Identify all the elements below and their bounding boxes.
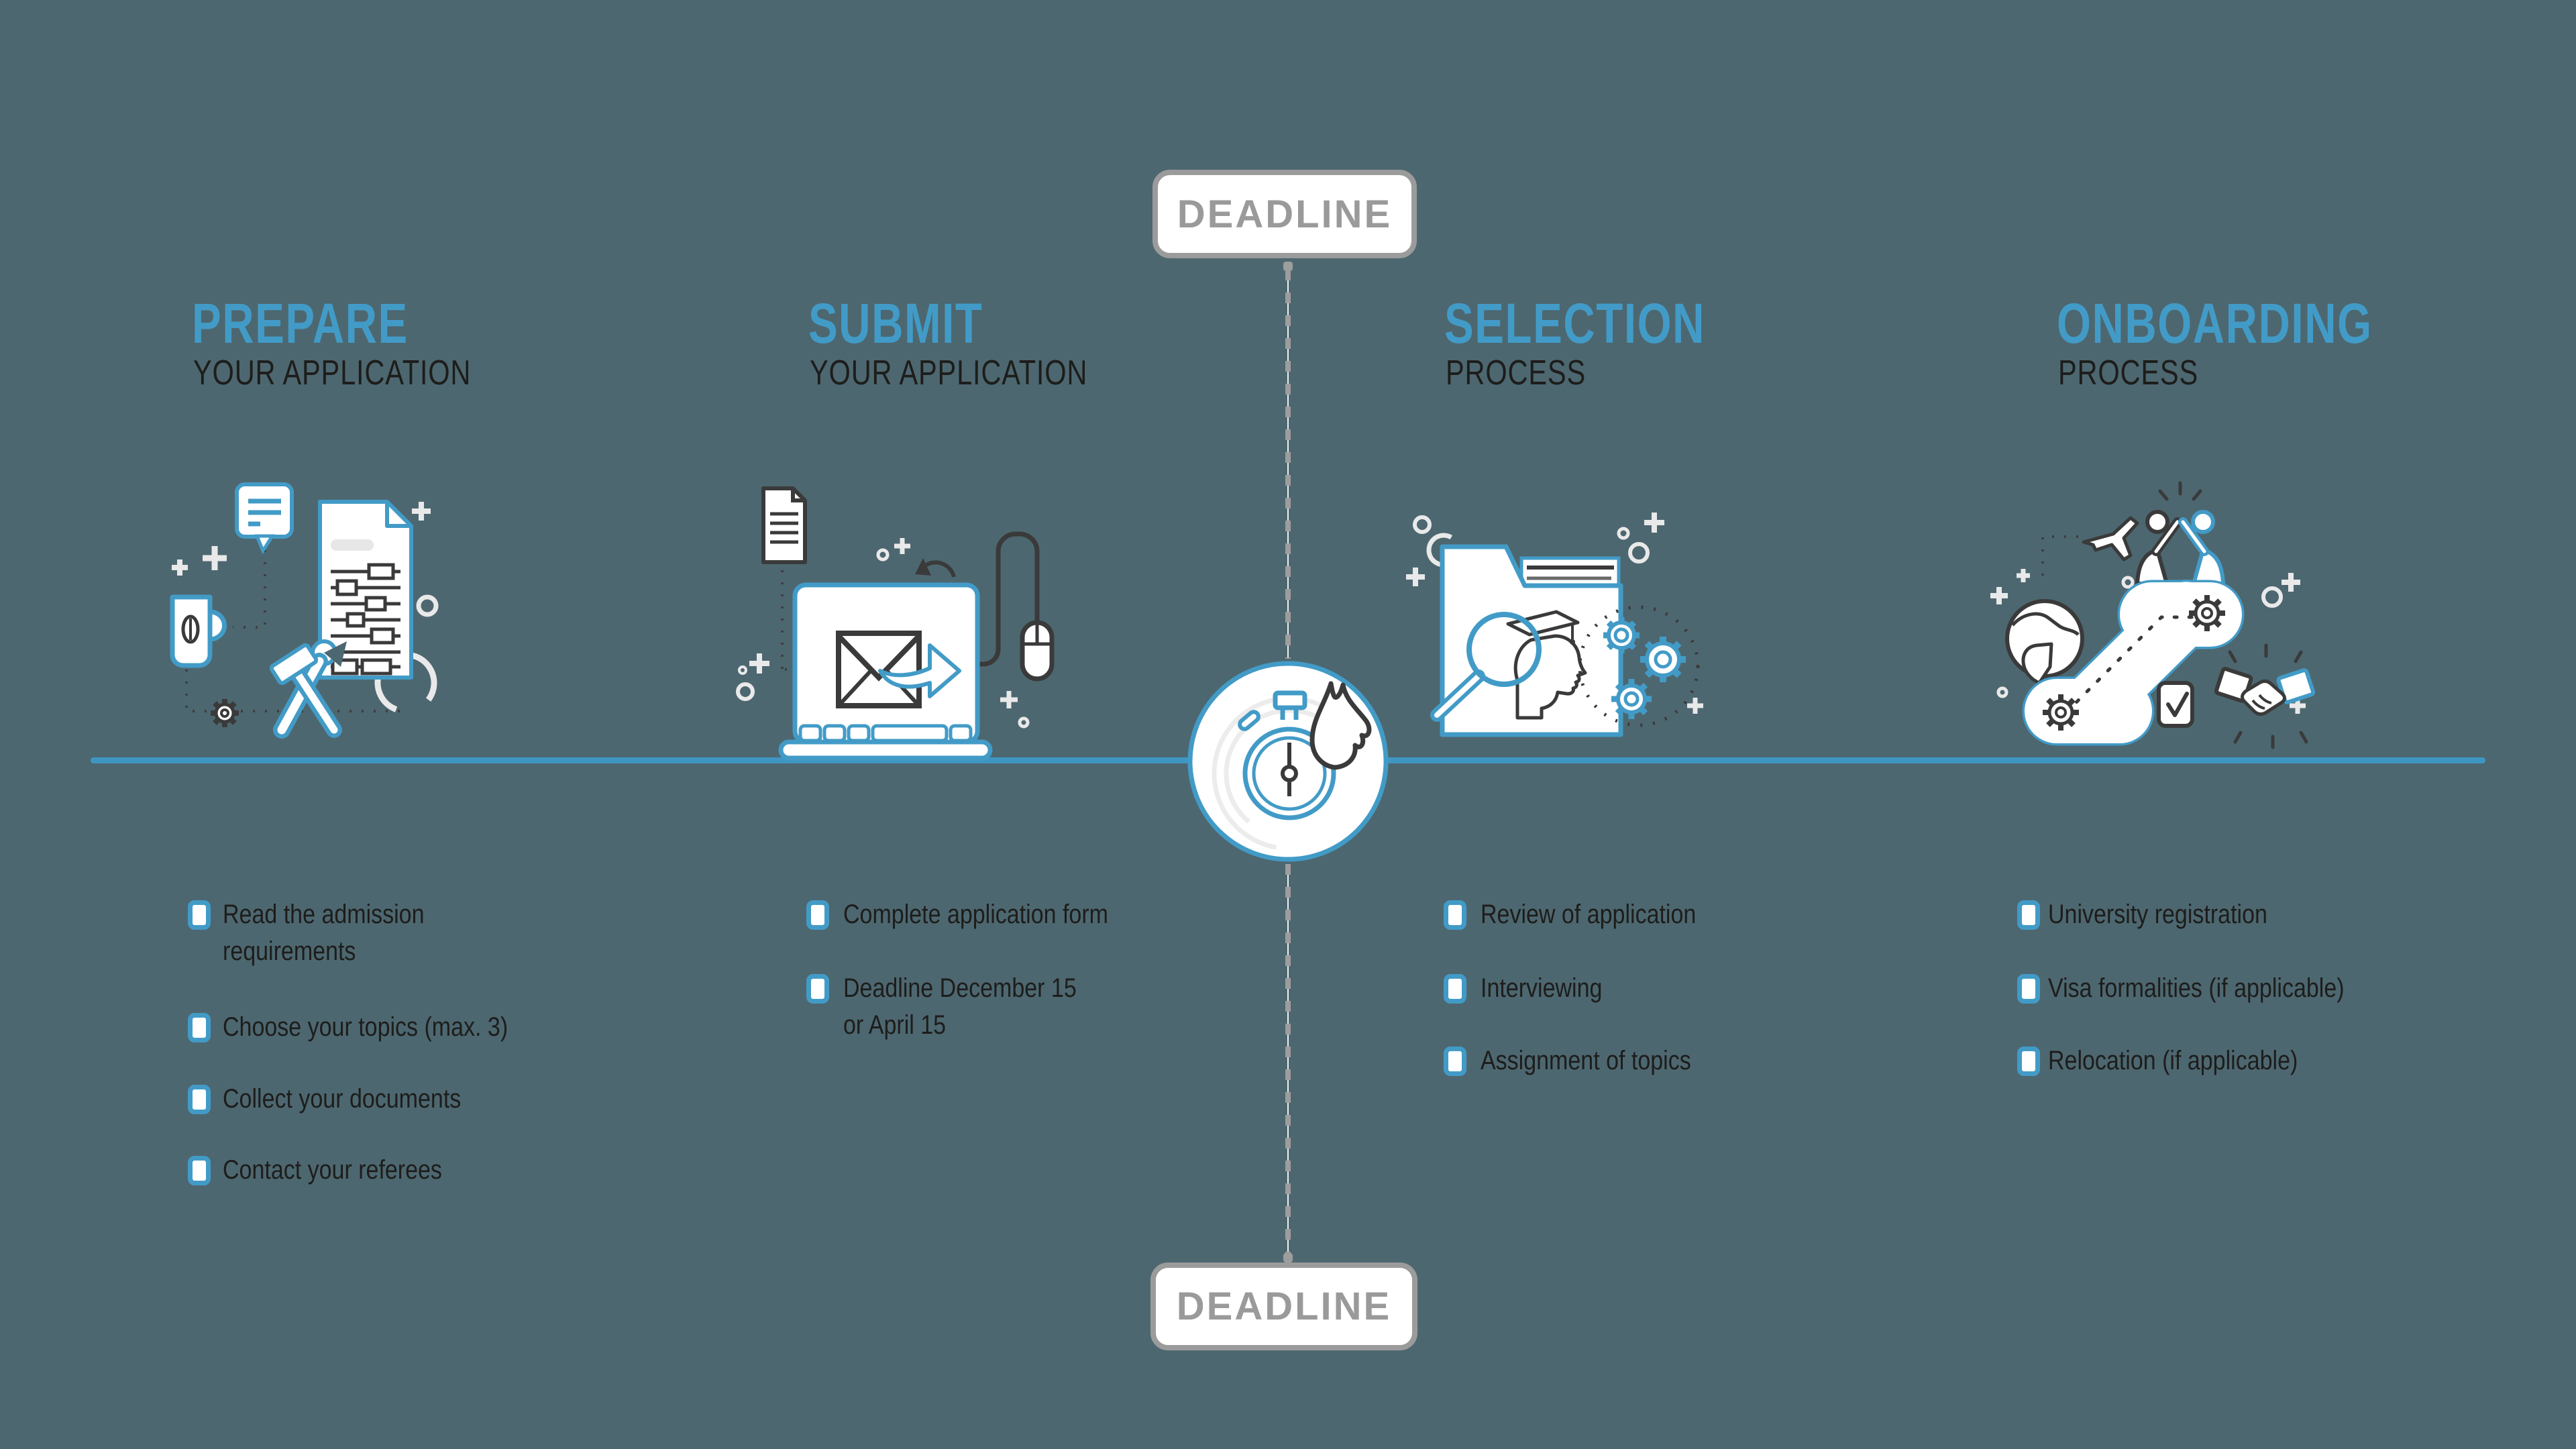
column-title-prepare: PREPARE <box>192 292 409 355</box>
checkbox[interactable] <box>806 900 829 930</box>
document-icon <box>761 486 807 564</box>
decor-plus-circle <box>736 538 1030 729</box>
magnifier-icon <box>1430 612 1542 722</box>
stopwatch-icon <box>1238 690 1336 820</box>
handshake-icon <box>2214 643 2316 749</box>
gear-icon <box>211 699 239 727</box>
connector-dot <box>1283 262 1293 271</box>
checklist-item-label: Collect your documents <box>223 1084 462 1114</box>
gear-icon <box>2043 694 2079 731</box>
checklist-item-label: University registration <box>2048 900 2267 929</box>
deadline-connector-top <box>1285 270 1291 659</box>
checkbox[interactable] <box>2017 900 2040 930</box>
column-title-onboarding: ONBOARDING <box>2057 292 2373 355</box>
airplane-icon <box>2082 516 2139 561</box>
gears-icon <box>1603 617 1686 719</box>
email-send-icon <box>836 631 961 708</box>
decor-plus-circle <box>1406 513 1703 714</box>
graduate-profile-icon <box>1506 610 1587 720</box>
checkbox[interactable] <box>188 1013 211 1042</box>
checkbox[interactable] <box>806 974 829 1004</box>
high-five-people-icon <box>2135 481 2225 586</box>
checklist-item-label: Review of application <box>1481 900 1697 929</box>
globe-icon <box>2005 599 2084 685</box>
decor-plus-circle <box>1990 569 2306 714</box>
gear-icon <box>2189 595 2225 631</box>
selection-folder-magnifier-illustration <box>1406 513 1703 737</box>
checkbox[interactable] <box>188 1156 211 1185</box>
document-settings-icon <box>318 500 413 680</box>
column-title-submit: SUBMIT <box>808 292 983 355</box>
column-subtitle-onboarding: PROCESS <box>2058 354 2199 392</box>
deadline-badge-label: DEADLINE <box>1176 1285 1392 1328</box>
papers-icon <box>1519 556 1621 590</box>
dashed-connector <box>185 550 409 712</box>
checkbox[interactable] <box>2017 1046 2040 1076</box>
column-subtitle-prepare: YOUR APPLICATION <box>193 354 472 392</box>
onboarding-journey-handshake-illustration <box>1990 481 2316 749</box>
dashed-orbit <box>1578 605 1700 727</box>
checklist-item-label: Interviewing <box>1481 973 1603 1003</box>
dashed-connector <box>2041 535 2086 576</box>
deadline-badge-label: DEADLINE <box>1177 192 1393 236</box>
connector-dot <box>1283 1253 1293 1263</box>
dashed-connector <box>781 570 825 671</box>
deadline-stopwatch <box>1187 661 1389 862</box>
checklist-item-label: Choose your topics (max. 3) <box>223 1012 508 1042</box>
hammer-wrench-icon <box>269 639 347 739</box>
journey-path <box>2022 579 2245 746</box>
checkbox[interactable] <box>1444 974 1466 1004</box>
checkbox[interactable] <box>188 1085 211 1114</box>
column-subtitle-submit: YOUR APPLICATION <box>810 354 1088 392</box>
flame-icon <box>1309 681 1372 770</box>
submit-laptop-email-illustration <box>736 486 1055 761</box>
checkmark-box-icon <box>2157 681 2194 728</box>
prepare-documents-tools-illustration <box>170 482 439 739</box>
checklist-item-label: Relocation (if applicable) <box>2048 1046 2298 1075</box>
checklist-item-label: Visa formalities (if applicable) <box>2048 973 2345 1003</box>
deadline-badge-top: DEADLINE <box>1152 170 1417 258</box>
coffee-mug-icon <box>170 594 227 668</box>
checklist-item-label: Assignment of topics <box>1481 1046 1691 1075</box>
deadline-connector-bottom <box>1285 864 1291 1258</box>
mouse-icon <box>977 531 1055 682</box>
checklist-item-label: Contact your referees <box>223 1155 442 1185</box>
deadline-badge-bottom: DEADLINE <box>1150 1263 1417 1350</box>
checkbox[interactable] <box>188 900 211 930</box>
column-title-selection: SELECTION <box>1444 292 1705 355</box>
column-subtitle-selection: PROCESS <box>1446 354 1587 392</box>
speech-bubble-icon <box>235 482 294 555</box>
checkbox[interactable] <box>2017 974 2040 1004</box>
checkbox[interactable] <box>1444 1046 1466 1076</box>
checkbox[interactable] <box>1444 900 1466 930</box>
checklist-item-label: Complete application form <box>843 900 1108 929</box>
